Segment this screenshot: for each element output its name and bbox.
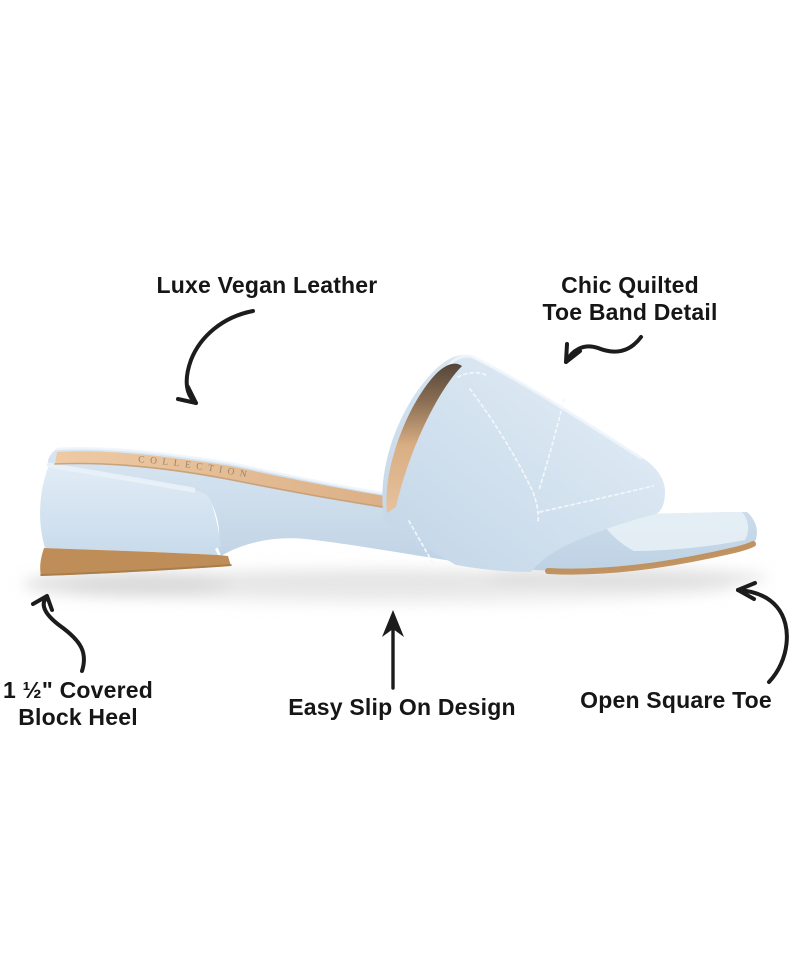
label-chic-quilted-toe-band: Chic Quilted Toe Band Detail <box>542 272 717 326</box>
ground-shadow <box>23 567 768 604</box>
arrow-open-square-toe <box>736 581 789 684</box>
label-line: Chic Quilted <box>561 272 699 298</box>
quilt-stitching <box>408 371 654 570</box>
label-luxe-vegan-leather: Luxe Vegan Leather <box>157 272 378 299</box>
label-covered-block-heel: 1 ½" Covered Block Heel <box>3 677 153 731</box>
arrow-chic-quilted-toe-band <box>564 335 643 364</box>
heel-outsole-bottom-line <box>40 564 232 576</box>
heel-top-highlight <box>46 462 196 493</box>
insole-bottom-line <box>54 462 452 518</box>
label-line: Easy Slip On Design <box>288 694 516 720</box>
band-opening <box>386 363 462 513</box>
arrow-easy-slip-on <box>382 610 404 690</box>
toe-band <box>382 354 665 572</box>
label-line: 1 ½" Covered <box>2 677 154 703</box>
toe-outsole-edge <box>545 541 756 575</box>
callout-arrows <box>31 309 789 690</box>
insole-toe-surface <box>598 512 749 551</box>
label-open-square-toe: Open Square Toe <box>580 687 772 714</box>
label-line: Luxe Vegan Leather <box>156 272 378 298</box>
toe-band-top-highlight <box>445 354 643 460</box>
label-line: Open Square Toe <box>580 687 772 713</box>
label-line: Block Heel <box>18 704 138 730</box>
arrow-luxe-vegan-leather <box>176 309 255 405</box>
label-easy-slip-on: Easy Slip On Design <box>288 694 515 721</box>
label-line: Toe Band Detail <box>542 299 718 325</box>
insole-top-rim-highlight <box>55 447 432 502</box>
arrow-covered-block-heel <box>31 594 86 673</box>
